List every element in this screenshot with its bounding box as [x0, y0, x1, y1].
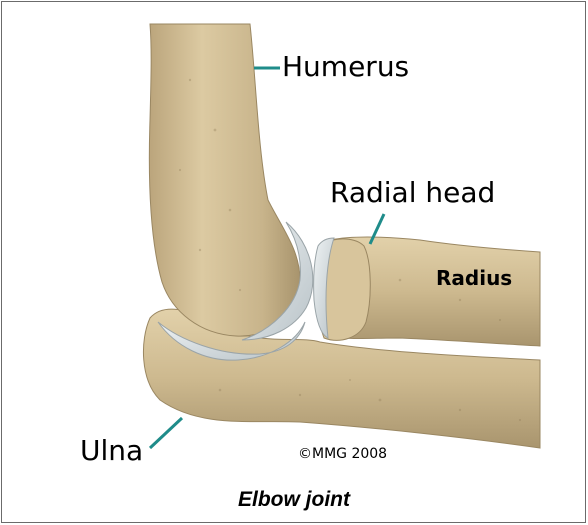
- humerus-bone: [149, 24, 300, 336]
- label-humerus: Humerus: [282, 50, 409, 83]
- label-ulna: Ulna: [80, 434, 143, 467]
- figure-caption: Elbow joint: [0, 488, 588, 512]
- label-radial-head: Radial head: [330, 176, 495, 209]
- ulna-leader-line: [150, 418, 182, 448]
- copyright-notice: ©MMG 2008: [298, 446, 387, 462]
- label-radius: Radius: [436, 266, 512, 290]
